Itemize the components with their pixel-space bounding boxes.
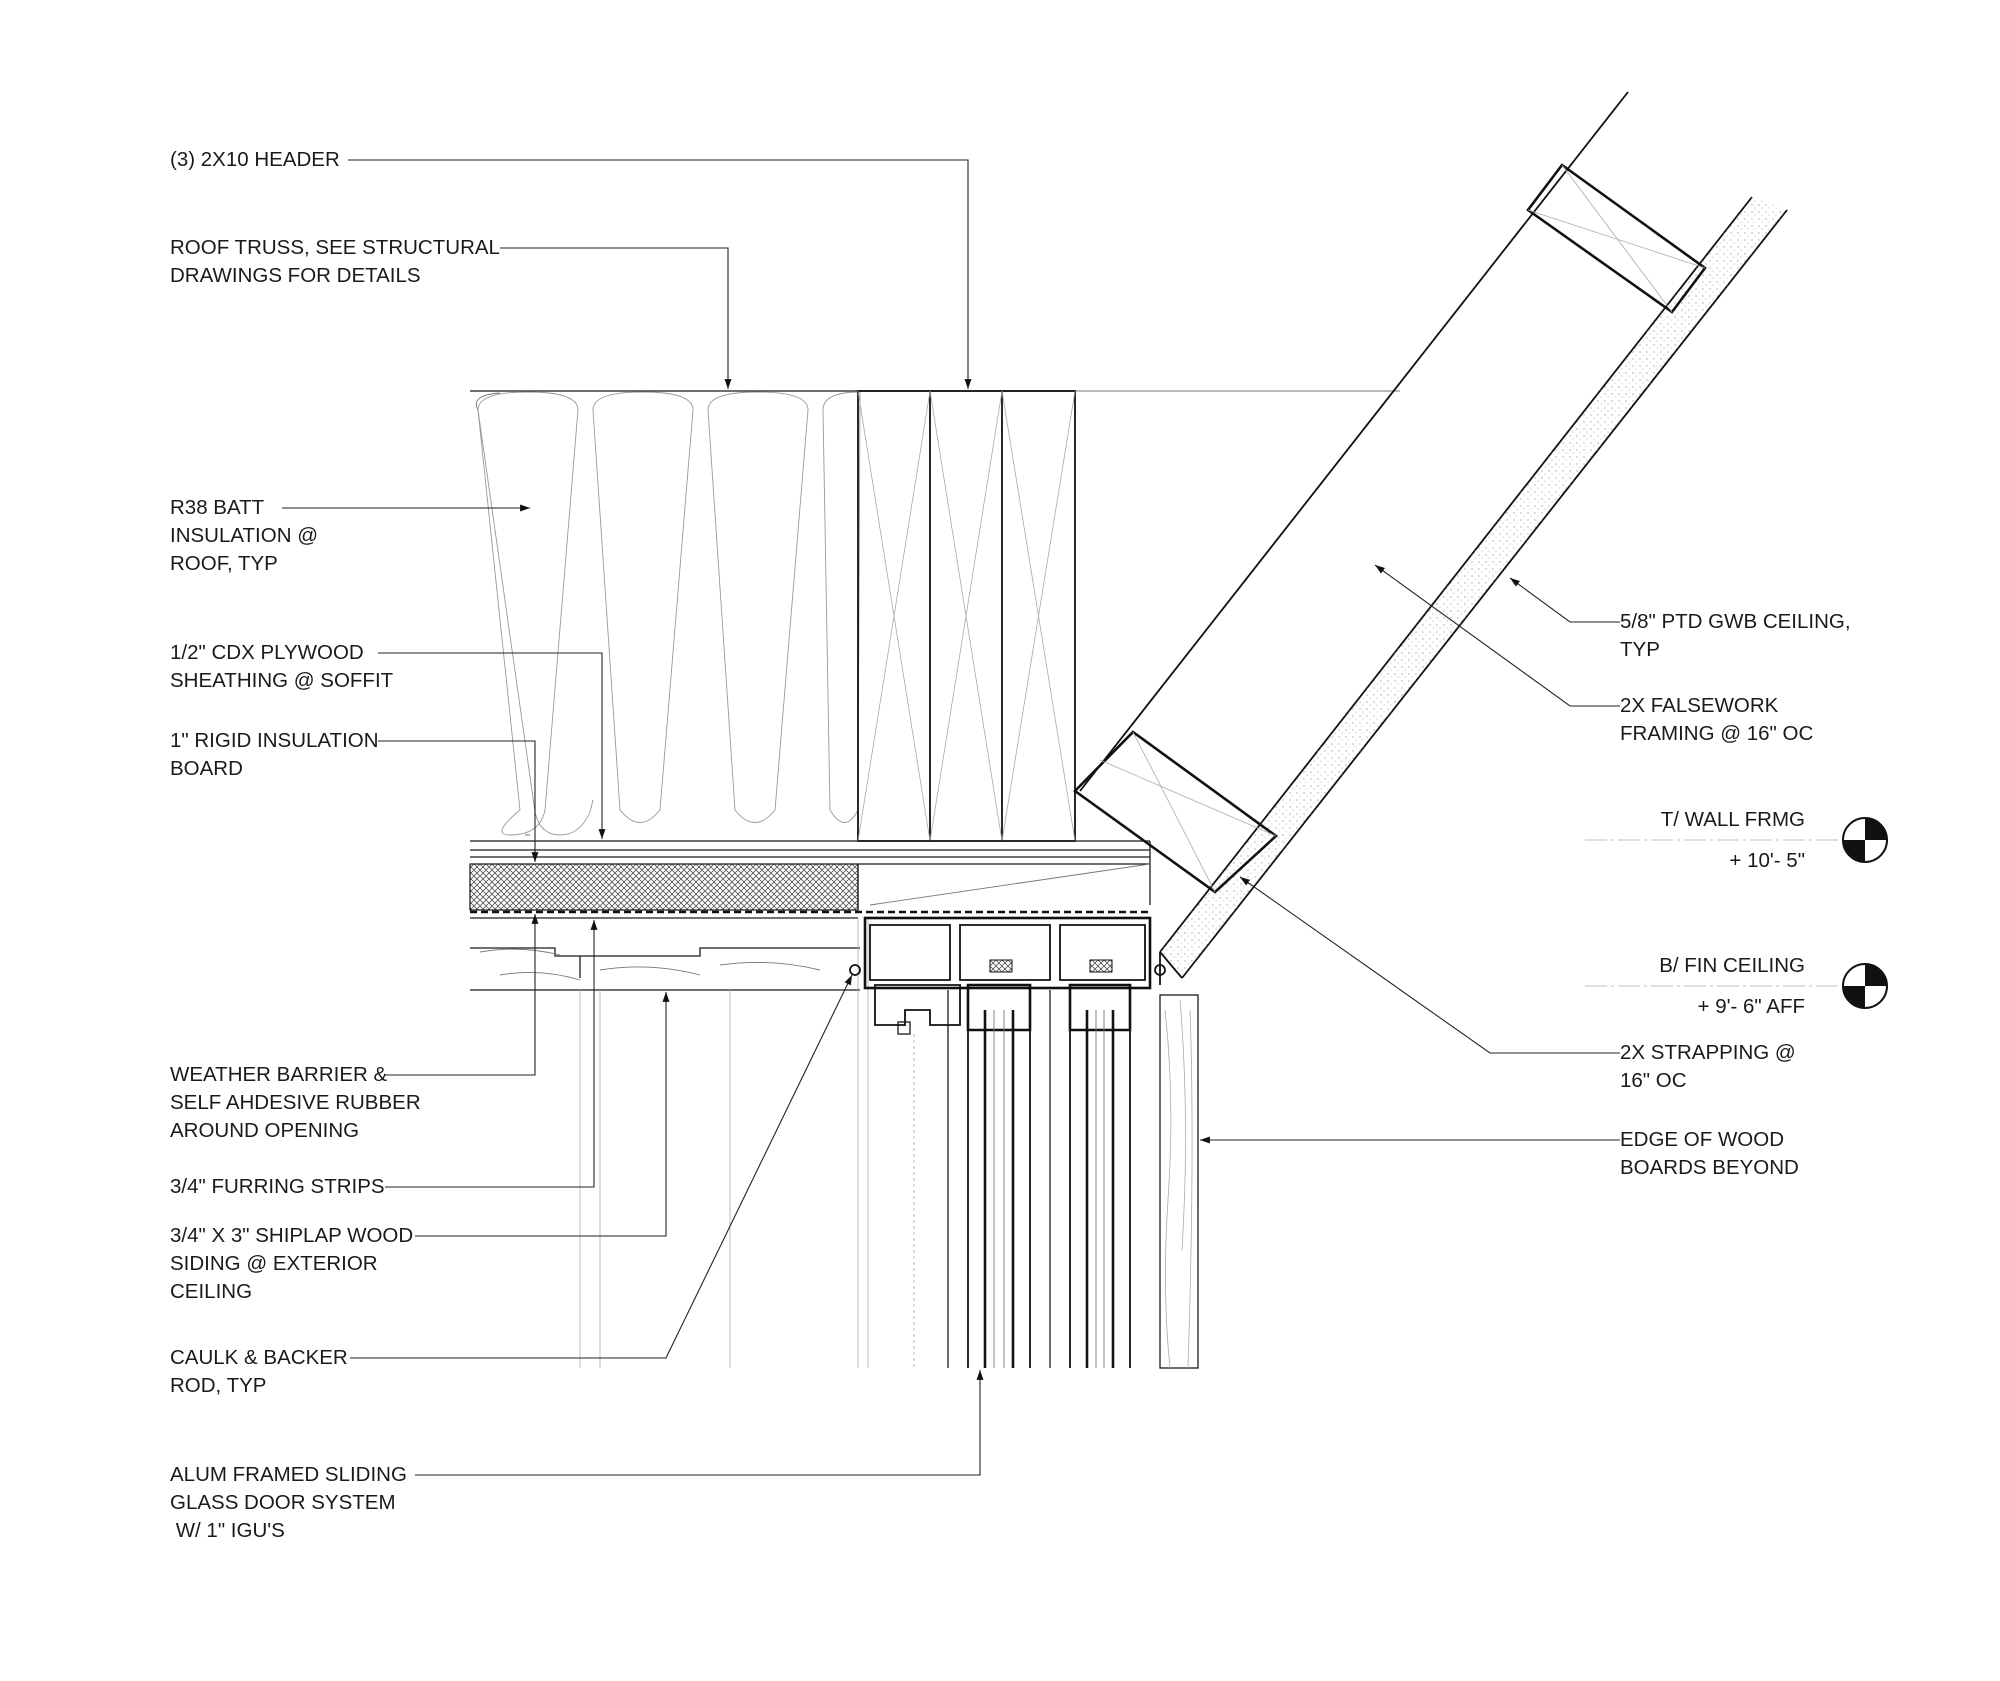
label-line: W/ 1" IGU'S xyxy=(170,1519,285,1542)
label-line: ALUM FRAMED SLIDING xyxy=(170,1463,407,1486)
label-line: DRAWINGS FOR DETAILS xyxy=(170,264,421,287)
level-fin-ceiling-value: + 9'- 6" AFF xyxy=(1697,995,1805,1018)
wall-lines xyxy=(579,918,869,1368)
label-roof-truss: ROOF TRUSS, SEE STRUCTURAL DRAWINGS FOR … xyxy=(170,234,500,290)
label-line: 1" RIGID INSULATION xyxy=(170,729,379,752)
batt-insulation xyxy=(475,391,861,836)
sloped-ceiling xyxy=(1073,91,1788,985)
label-line: SELF AHDESIVE RUBBER xyxy=(170,1091,421,1114)
soffit-layers xyxy=(469,840,1151,991)
roof-assembly xyxy=(469,390,1400,1368)
label-batt: R38 BATT INSULATION @ ROOF, TYP xyxy=(170,494,318,578)
label-line: GLASS DOOR SYSTEM xyxy=(170,1491,396,1514)
label-edge: EDGE OF WOOD BOARDS BEYOND xyxy=(1620,1126,1799,1182)
label-line: INSULATION @ xyxy=(170,524,319,547)
label-line: AROUND OPENING xyxy=(170,1119,360,1142)
label-weather: WEATHER BARRIER & SELF AHDESIVE RUBBER A… xyxy=(170,1061,421,1145)
label-line: 5/8" PTD GWB CEILING, xyxy=(1620,610,1851,633)
label-line: ROD, TYP xyxy=(170,1374,267,1397)
label-line: TYP xyxy=(1620,638,1660,661)
header-3-2x10 xyxy=(857,390,1076,842)
label-line: 2X STRAPPING @ xyxy=(1620,1041,1796,1064)
label-line: FRAMING @ 16" OC xyxy=(1620,722,1814,745)
label-shiplap: 3/4" X 3" SHIPLAP WOOD SIDING @ EXTERIOR… xyxy=(170,1222,413,1306)
label-line: 3/4" X 3" SHIPLAP WOOD xyxy=(170,1224,414,1247)
label-line: CEILING xyxy=(170,1280,253,1303)
level-fin-ceiling-name: B/ FIN CEILING xyxy=(1659,954,1805,977)
label-plywood: 1/2" CDX PLYWOOD SHEATHING @ SOFFIT xyxy=(170,639,393,695)
label-line: 1/2" CDX PLYWOOD xyxy=(170,641,364,664)
label-line: EDGE OF WOOD xyxy=(1620,1128,1784,1151)
label-line: SHEATHING @ SOFFIT xyxy=(170,669,394,692)
door-head-frame xyxy=(849,916,1166,1368)
label-line: ROOF, TYP xyxy=(170,552,278,575)
label-line: 2X FALSEWORK xyxy=(1620,694,1779,717)
falsework-block-upper xyxy=(1526,163,1707,314)
label-line: 3/4" FURRING STRIPS xyxy=(170,1175,385,1198)
label-line: BOARDS BEYOND xyxy=(1620,1156,1799,1179)
leader-lines xyxy=(282,159,1840,1476)
level-wall-frmg-value: + 10'- 5" xyxy=(1729,849,1805,872)
label-line: SIDING @ EXTERIOR xyxy=(170,1252,378,1275)
label-caulk: CAULK & BACKER ROD, TYP xyxy=(170,1344,348,1400)
label-line: (3) 2X10 HEADER xyxy=(170,148,340,171)
level-wall-frmg-name: T/ WALL FRMG xyxy=(1660,808,1805,831)
wood-boards-beyond xyxy=(1159,994,1199,1369)
label-falsework: 2X FALSEWORK FRAMING @ 16" OC xyxy=(1620,692,1813,748)
label-gwb: 5/8" PTD GWB CEILING, TYP xyxy=(1620,608,1851,664)
label-furring: 3/4" FURRING STRIPS xyxy=(170,1173,385,1201)
level-marker-wall-frmg-icon xyxy=(1842,817,1888,863)
label-line: BOARD xyxy=(170,757,243,780)
label-line: CAULK & BACKER xyxy=(170,1346,348,1369)
falsework-block-lower xyxy=(1073,730,1279,894)
label-header: (3) 2X10 HEADER xyxy=(170,146,340,174)
label-line: R38 BATT xyxy=(170,496,265,519)
label-door: ALUM FRAMED SLIDING GLASS DOOR SYSTEM W/… xyxy=(170,1461,407,1545)
label-line: WEATHER BARRIER & xyxy=(170,1063,388,1086)
level-marker-fin-ceiling-icon xyxy=(1842,963,1888,1009)
label-rigid: 1" RIGID INSULATION BOARD xyxy=(170,727,379,783)
label-line: ROOF TRUSS, SEE STRUCTURAL xyxy=(170,236,500,259)
label-line: 16" OC xyxy=(1620,1069,1687,1092)
label-strapping: 2X STRAPPING @ 16" OC xyxy=(1620,1039,1796,1095)
sliding-door-panels xyxy=(947,983,1132,1368)
